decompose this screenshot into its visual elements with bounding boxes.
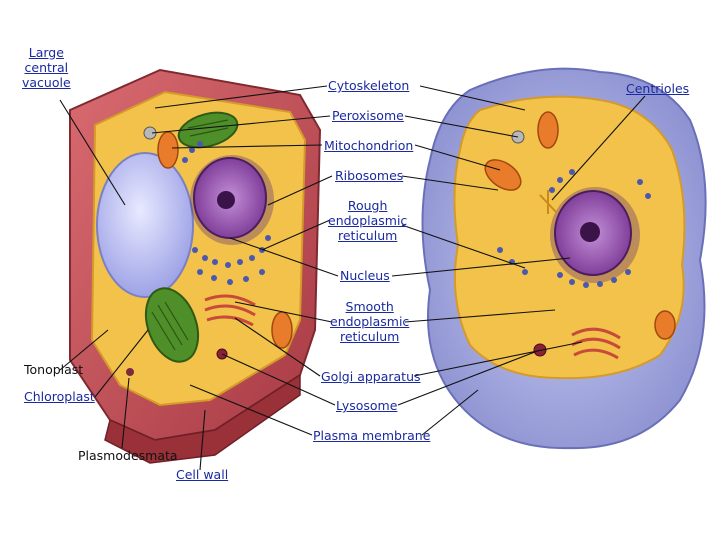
label-lysosome: Lysosome xyxy=(336,398,398,413)
label-tonoplast: Tonoplast xyxy=(24,362,84,377)
label-plasmodesmata: Plasmodesmata xyxy=(78,448,178,463)
label-centrioles: Centrioles xyxy=(626,81,690,96)
label-cell-wall: Cell wall xyxy=(176,467,229,482)
central-vacuole-shape xyxy=(96,152,194,298)
label-ribosomes: Ribosomes xyxy=(335,168,404,183)
animal-cell xyxy=(421,67,707,450)
label-plasma-membrane: Plasma membrane xyxy=(313,428,431,443)
plant-cell xyxy=(69,68,322,464)
label-peroxisome: Peroxisome xyxy=(332,108,404,123)
label-rough-er: Rough endoplasmic reticulum xyxy=(328,198,408,243)
label-mitochondrion: Mitochondrion xyxy=(324,138,414,153)
label-large-central-vacuole: Large central vacuole xyxy=(22,45,71,90)
leader-lines xyxy=(59,85,646,471)
label-cytoskeleton: Cytoskeleton xyxy=(328,78,410,93)
label-smooth-er: Smooth endoplasmic reticulum xyxy=(330,299,410,344)
label-golgi-apparatus: Golgi apparatus xyxy=(321,369,421,384)
label-nucleus: Nucleus xyxy=(340,268,390,283)
label-chloroplast: Chloroplast xyxy=(24,389,95,404)
